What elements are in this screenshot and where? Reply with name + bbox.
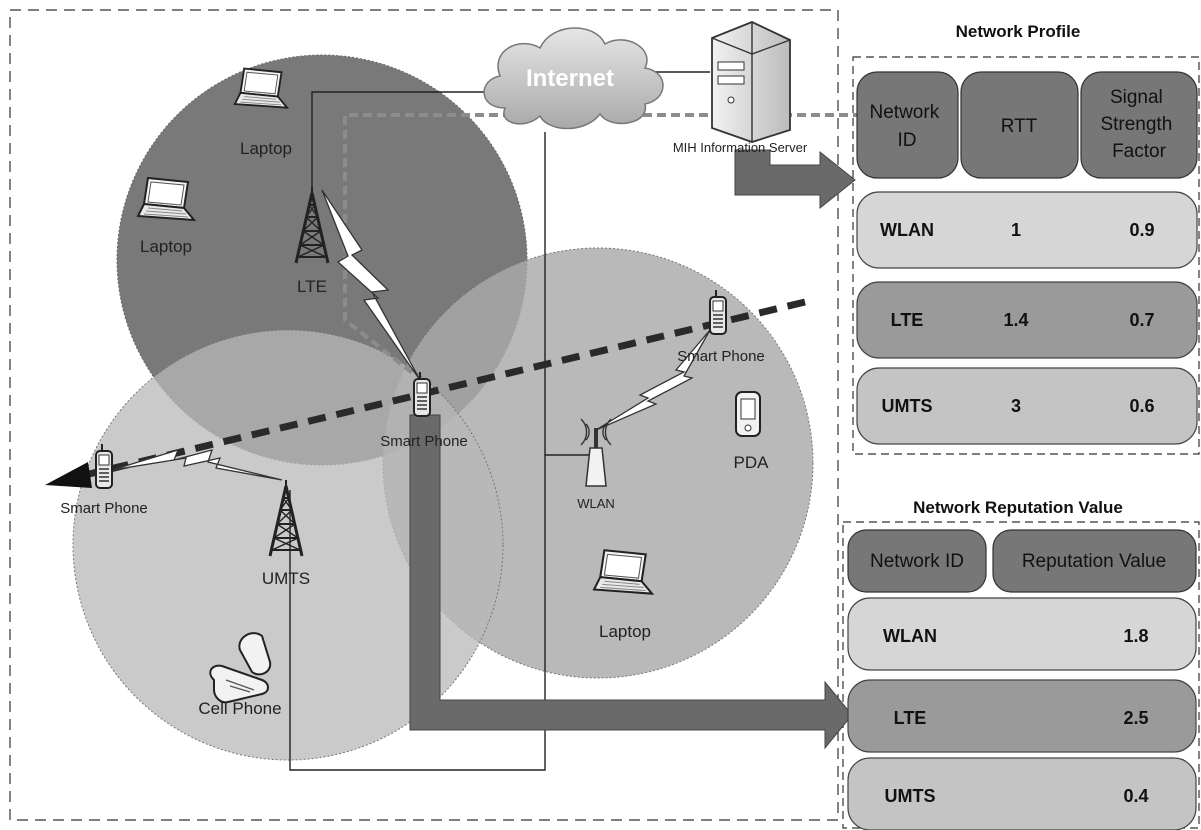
profile-row-id: UMTS xyxy=(882,396,933,416)
laptop-icon xyxy=(593,549,653,595)
reputation-header-cell xyxy=(992,529,1197,593)
profile-row: LTE 1.4 0.7 xyxy=(856,281,1198,359)
profile-row-bg xyxy=(856,367,1198,445)
laptop-icon xyxy=(137,177,195,221)
reputation-row-id: UMTS xyxy=(885,786,936,806)
smartphone-icon xyxy=(709,290,727,335)
lte-label: LTE xyxy=(297,277,327,296)
pda-icon xyxy=(735,391,761,437)
reputation-row-value: 1.8 xyxy=(1123,626,1148,646)
umts-wireless-link xyxy=(111,448,283,481)
smartphone-center-label: Smart Phone xyxy=(380,433,468,450)
profile-row-rtt: 3 xyxy=(1011,396,1021,416)
smartphone-icon xyxy=(95,444,113,489)
reputation-arrow xyxy=(409,414,853,750)
reputation-col-network-id: Network ID xyxy=(870,551,964,572)
smartphone-right-label: Smart Phone xyxy=(677,348,765,365)
wlan-label: WLAN xyxy=(577,496,615,511)
internet-label: Internet xyxy=(526,65,614,92)
reputation-header-cell xyxy=(847,529,987,593)
laptop-bottom-label: Laptop xyxy=(599,622,651,641)
mobility-path xyxy=(84,298,806,479)
smartphone-left-label: Smart Phone xyxy=(60,500,148,517)
reputation-header: Network ID Reputation Value xyxy=(847,529,1197,593)
profile-frame xyxy=(852,56,1200,455)
wlan-access-point-icon xyxy=(580,418,612,487)
mih-server-icon xyxy=(711,21,791,143)
cellphone-label: Cell Phone xyxy=(198,699,281,718)
profile-col-network-id: Network ID xyxy=(870,102,945,151)
profile-row-id: LTE xyxy=(891,310,924,330)
profile-row-bg xyxy=(856,281,1198,359)
profile-header: Network ID RTT Signal Strength Factor xyxy=(856,71,1198,179)
umts-label: UMTS xyxy=(262,569,310,588)
profile-row-rtt: 1.4 xyxy=(1003,310,1028,330)
laptop-top-label: Laptop xyxy=(240,139,292,158)
internet-cloud: Internet xyxy=(483,27,664,130)
smartphone-icon xyxy=(413,372,431,417)
mobility-arrowhead xyxy=(45,462,92,488)
profile-row-ssf: 0.6 xyxy=(1129,396,1154,416)
reputation-row-bg xyxy=(847,597,1197,671)
profile-col-rtt: RTT xyxy=(1001,116,1038,137)
reputation-col-value: Reputation Value xyxy=(1022,551,1166,572)
reputation-row: UMTS 0.4 xyxy=(847,757,1197,830)
profile-title: Network Profile xyxy=(956,22,1081,41)
reputation-title: Network Reputation Value xyxy=(913,498,1123,517)
reputation-row-bg xyxy=(847,757,1197,830)
reputation-row-value: 0.4 xyxy=(1123,786,1148,806)
profile-row: WLAN 1 0.9 xyxy=(856,191,1198,269)
profile-arrow xyxy=(734,149,856,210)
server-label: MIH Information Server xyxy=(673,140,808,155)
reputation-row-value: 2.5 xyxy=(1123,708,1148,728)
backbone-links xyxy=(289,71,710,771)
reputation-row: LTE 2.5 xyxy=(847,679,1197,753)
profile-row: UMTS 3 0.6 xyxy=(856,367,1198,445)
reputation-row-id: LTE xyxy=(894,708,927,728)
network-frame xyxy=(9,9,839,821)
laptop-left-label: Laptop xyxy=(140,237,192,256)
profile-header-cell xyxy=(1080,71,1198,179)
profile-row-id: WLAN xyxy=(880,220,934,240)
profile-header-cell xyxy=(856,71,959,179)
profile-row-ssf: 0.9 xyxy=(1129,220,1154,240)
laptop-icon xyxy=(233,67,289,109)
profile-col-signal-strength: Signal Strength Factor xyxy=(1100,87,1177,162)
reputation-row: WLAN 1.8 xyxy=(847,597,1197,671)
profile-header-cell xyxy=(960,71,1079,179)
reputation-row-id: WLAN xyxy=(883,626,937,646)
reputation-row-bg xyxy=(847,679,1197,753)
pda-label: PDA xyxy=(734,453,770,472)
profile-row-ssf: 0.7 xyxy=(1129,310,1154,330)
profile-row-bg xyxy=(856,191,1198,269)
profile-row-rtt: 1 xyxy=(1011,220,1021,240)
cellphone-icon xyxy=(209,632,272,704)
